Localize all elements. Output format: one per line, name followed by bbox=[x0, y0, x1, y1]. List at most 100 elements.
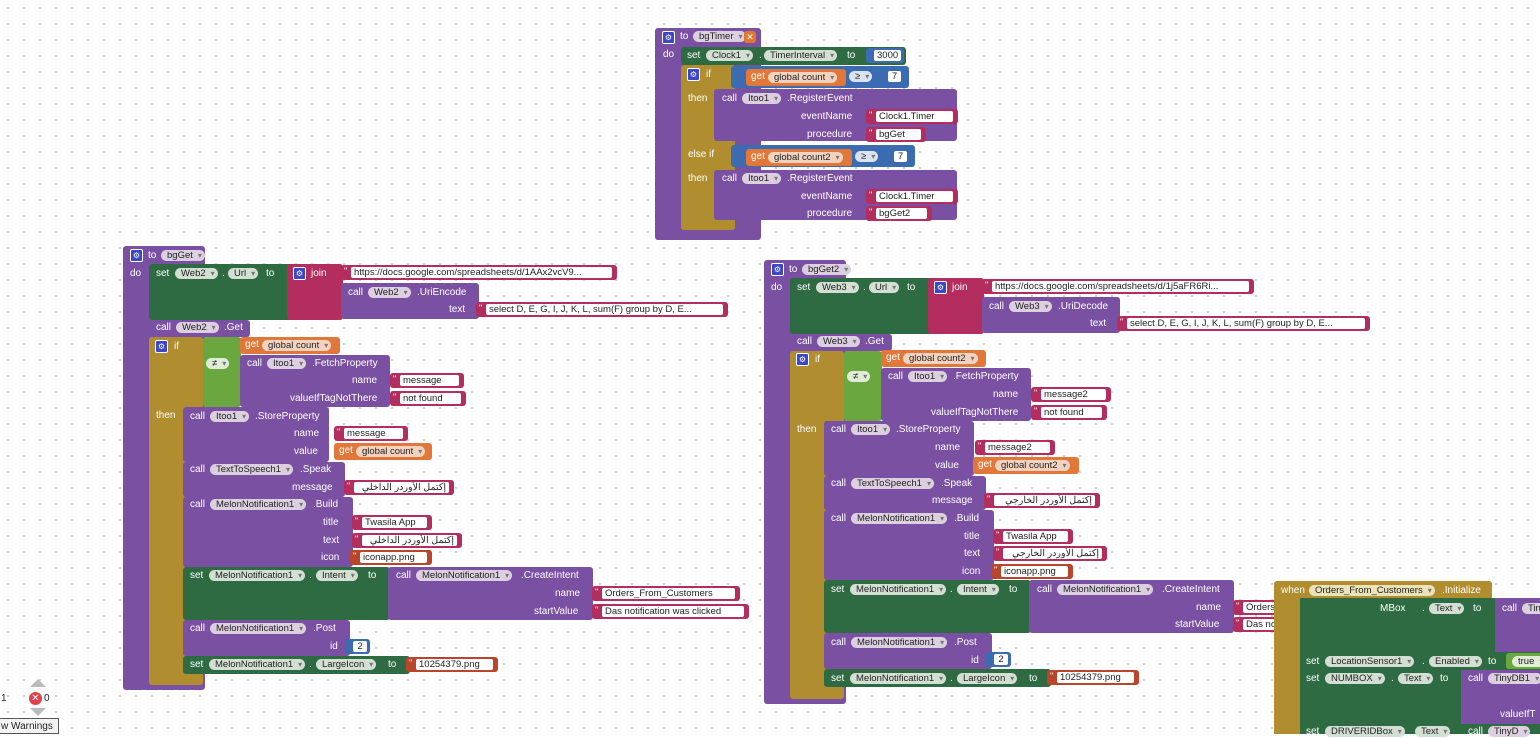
not-found-value[interactable]: not found bbox=[1041, 407, 1102, 418]
location-sensor-dropdown[interactable]: LocationSensor1 bbox=[1325, 656, 1415, 667]
build-icon-value[interactable]: iconapp.png bbox=[360, 552, 427, 563]
large-icon-value[interactable]: 10254379.png bbox=[1057, 672, 1134, 683]
var-dropdown[interactable]: global count bbox=[768, 72, 838, 83]
web-component-dropdown[interactable]: Web2 bbox=[175, 268, 218, 279]
compare-value[interactable]: 7 bbox=[894, 151, 907, 162]
operator-dropdown[interactable]: ≥ bbox=[849, 71, 873, 82]
speak-message-value[interactable]: إكتمل الأوردر الخارجي bbox=[994, 495, 1095, 506]
store-name-value[interactable]: message2 bbox=[985, 442, 1050, 453]
notification-component-dropdown[interactable]: MelonNotification1 bbox=[1057, 584, 1154, 595]
post-id-number[interactable]: 2 bbox=[986, 652, 1011, 667]
tinydb-component-dropdown[interactable]: TinyDB1 bbox=[1488, 673, 1540, 684]
build-text-value[interactable]: إكتمل الأوردر الداخلي bbox=[362, 535, 457, 546]
event-name-value[interactable]: Clock1.Timer bbox=[876, 111, 953, 122]
tinydb-component-dropdown[interactable]: Tin bbox=[1522, 603, 1540, 614]
url-text[interactable]: "https://docs.google.com/spreadsheets/d/… bbox=[982, 279, 1254, 294]
notification-component-dropdown[interactable]: MelonNotification1 bbox=[209, 570, 306, 581]
timer-interval-dropdown[interactable]: TimerInterval bbox=[764, 50, 838, 61]
query-value[interactable]: select D, E, G, I, J, K, L, sum(F) group… bbox=[1127, 318, 1365, 329]
set-web-url-block[interactable] bbox=[790, 278, 935, 334]
notification-component-dropdown[interactable]: MelonNotification1 bbox=[850, 584, 947, 595]
compare-neq-block[interactable] bbox=[844, 351, 882, 421]
driver-component-dropdown[interactable]: DRIVERIDBox bbox=[1325, 726, 1405, 737]
var-dropdown[interactable]: global count2 bbox=[995, 460, 1070, 471]
join-gear-icon[interactable]: ⚙ bbox=[934, 281, 947, 294]
url-property-dropdown[interactable]: Url bbox=[869, 282, 900, 293]
var-dropdown[interactable]: global count bbox=[262, 340, 332, 351]
collapse-x-icon[interactable]: ✕ bbox=[744, 31, 756, 43]
fetch-name-text[interactable]: "message2 bbox=[1031, 387, 1111, 402]
procedure-name-bgtimer[interactable]: bgTimer bbox=[693, 31, 746, 42]
large-icon-text[interactable]: "10254379.png bbox=[1047, 670, 1139, 685]
speak-message-text[interactable]: "إكتمل الأوردر الداخلي bbox=[344, 480, 454, 495]
query-text[interactable]: "select D, E, G, I, J, K, L, sum(F) grou… bbox=[1117, 316, 1370, 331]
text-property-dropdown[interactable]: Text bbox=[1415, 726, 1451, 737]
var-dropdown[interactable]: global count2 bbox=[903, 353, 978, 364]
build-text-text[interactable]: "إكتمل الأوردر الخارجي bbox=[993, 546, 1107, 561]
tinydb-component-dropdown[interactable]: TinyD bbox=[1488, 726, 1531, 737]
large-icon-property-dropdown[interactable]: LargeIcon bbox=[957, 673, 1018, 684]
store-property-block[interactable] bbox=[183, 407, 329, 462]
show-warnings-button[interactable]: w Warnings bbox=[0, 718, 59, 734]
join-gear-icon[interactable]: ⚙ bbox=[293, 267, 306, 280]
url-value[interactable]: https://docs.google.com/spreadsheets/d/1… bbox=[992, 281, 1249, 292]
build-title-value[interactable]: Twasila App bbox=[362, 517, 427, 528]
if-mutator-gear-icon[interactable]: ⚙ bbox=[796, 353, 809, 366]
store-name-text[interactable]: "message2 bbox=[975, 440, 1055, 455]
store-property-block[interactable] bbox=[824, 421, 974, 476]
build-icon-text[interactable]: "iconapp.png bbox=[350, 550, 432, 565]
compare-number-1[interactable]: 7 bbox=[880, 69, 904, 84]
var-dropdown[interactable]: global count bbox=[356, 446, 426, 457]
procedure-value-1[interactable]: bgGet bbox=[876, 129, 921, 140]
not-found-value[interactable]: not found bbox=[400, 393, 461, 404]
build-icon-value[interactable]: iconapp.png bbox=[1001, 566, 1068, 577]
mutator-gear-icon[interactable]: ⚙ bbox=[662, 31, 675, 44]
true-dropdown[interactable]: true bbox=[1512, 656, 1540, 667]
intent-property-dropdown[interactable]: Intent bbox=[316, 570, 358, 581]
set-web-url-block[interactable] bbox=[149, 264, 294, 320]
interval-number[interactable]: 3000 bbox=[866, 48, 904, 63]
screen-dropdown[interactable]: Orders_From_Customers bbox=[1309, 585, 1435, 596]
if-mutator-gear-icon[interactable]: ⚙ bbox=[687, 68, 700, 81]
clock-component-dropdown[interactable]: Clock1 bbox=[706, 50, 754, 61]
web-component-dropdown[interactable]: Web3 bbox=[817, 336, 860, 347]
fetch-name-value[interactable]: message2 bbox=[1041, 389, 1106, 400]
not-found-text[interactable]: "not found bbox=[1031, 405, 1107, 420]
build-title-value[interactable]: Twasila App bbox=[1003, 531, 1068, 542]
start-value-text[interactable]: "Das notification was clicked bbox=[592, 604, 749, 619]
url-property-dropdown[interactable]: Url bbox=[228, 268, 259, 279]
itoo-component-dropdown[interactable]: Itoo1 bbox=[908, 371, 948, 382]
enabled-property-dropdown[interactable]: Enabled bbox=[1429, 656, 1482, 667]
post-id-value[interactable]: 2 bbox=[353, 641, 367, 652]
build-title-text[interactable]: "Twasila App bbox=[352, 515, 432, 530]
itoo-component-dropdown[interactable]: Itoo1 bbox=[210, 411, 250, 422]
compare-value[interactable]: 7 bbox=[888, 71, 901, 82]
if-mutator-gear-icon[interactable]: ⚙ bbox=[155, 340, 168, 353]
post-id-value[interactable]: 2 bbox=[994, 654, 1008, 665]
notification-component-dropdown[interactable]: MelonNotification1 bbox=[851, 513, 948, 524]
web-component-dropdown[interactable]: Web3 bbox=[1009, 301, 1052, 312]
web-component-dropdown[interactable]: Web2 bbox=[176, 322, 219, 333]
itoo-component-dropdown[interactable]: Itoo1 bbox=[851, 424, 891, 435]
intent-name-value[interactable]: Orders_From_Customers bbox=[602, 588, 735, 599]
url-text[interactable]: "https://docs.google.com/spreadsheets/d/… bbox=[341, 265, 617, 280]
next-warning-arrow-icon[interactable] bbox=[30, 708, 46, 716]
large-icon-property-dropdown[interactable]: LargeIcon bbox=[316, 659, 377, 670]
build-text-value[interactable]: إكتمل الأوردر الخارجي bbox=[1003, 548, 1102, 559]
not-found-text[interactable]: "not found bbox=[390, 391, 466, 406]
query-value[interactable]: select D, E, G, I, J, K, L, sum(F) group… bbox=[486, 304, 723, 315]
large-icon-value[interactable]: 10254379.png bbox=[416, 659, 493, 670]
speak-message-text[interactable]: "إكتمل الأوردر الخارجي bbox=[984, 493, 1100, 508]
mutator-gear-icon[interactable]: ⚙ bbox=[130, 249, 143, 262]
fetch-name-text[interactable]: "message bbox=[390, 373, 464, 388]
intent-name-text[interactable]: "Orders_From_Customers bbox=[592, 586, 740, 601]
procedure-name-bgget2[interactable]: bgGet2 bbox=[802, 264, 852, 275]
neq-operator-dropdown[interactable]: ≠ bbox=[847, 371, 871, 382]
notification-component-dropdown[interactable]: MelonNotification1 bbox=[210, 499, 307, 510]
large-icon-text[interactable]: "10254379.png bbox=[406, 657, 498, 672]
compare-number-2[interactable]: 7 bbox=[886, 149, 910, 164]
url-value[interactable]: https://docs.google.com/spreadsheets/d/1… bbox=[351, 267, 612, 278]
